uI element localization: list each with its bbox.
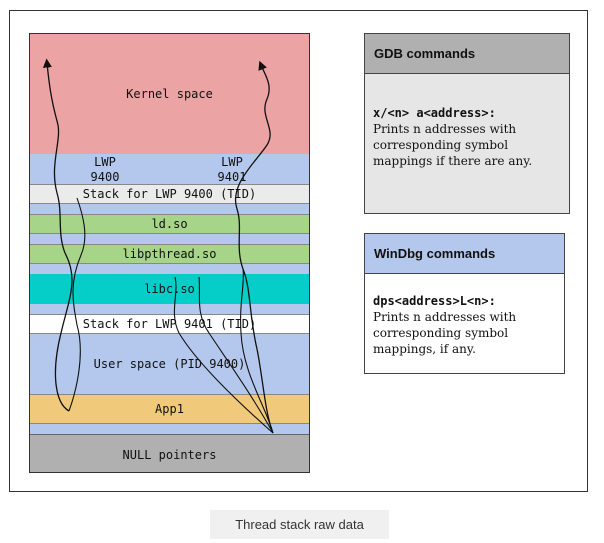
gdb-commands-body: x/<n> a<address>: Prints n addresses wit…: [365, 105, 569, 169]
lwp-region: [30, 154, 309, 184]
figure-caption: Thread stack raw data: [210, 510, 389, 539]
app-label: App1: [155, 402, 184, 416]
windbg-commands-box: WinDbg commands dps<address>L<n>: Prints…: [364, 233, 565, 374]
windbg-commands-body: dps<address>L<n>: Prints n addresses wit…: [365, 293, 564, 357]
gap-region: [30, 264, 309, 274]
gap-region: [30, 234, 309, 244]
gdb-commands-title: GDB commands: [365, 34, 569, 74]
lwp-9400-path: [42, 58, 73, 412]
kernel-space-label: Kernel space: [126, 87, 213, 101]
lwp-9401-title: LWP: [221, 155, 243, 169]
lwp-9401-id: 9401: [217, 170, 247, 184]
gap-region: [30, 204, 309, 214]
gdb-command-description: Prints n addresses with corresponding sy…: [373, 122, 533, 168]
lwp-9400-label: LWP 9400: [75, 155, 135, 185]
libc-region: libc.so: [30, 274, 309, 304]
ld-so-label: ld.so: [151, 217, 188, 231]
stack-lwp-9401-label: Stack for LWP 9401 (TID): [82, 317, 257, 331]
memory-map: Kernel space Stack for LWP 9400 (TID) ld…: [29, 33, 310, 473]
lwp-9401-path: [234, 60, 274, 434]
null-pointers-region: NULL pointers: [30, 434, 309, 472]
lwp-9401-label: LWP 9401: [202, 155, 262, 185]
libpthread-label: libpthread.so: [122, 247, 217, 261]
lwp-9401-branch-path-b: [198, 276, 274, 434]
stack-lwp-9401-region: Stack for LWP 9401 (TID): [30, 314, 309, 334]
windbg-command-syntax: dps<address>L<n>:: [373, 294, 496, 308]
stack-lwp-9400-region: Stack for LWP 9400 (TID): [30, 184, 309, 204]
gdb-command-syntax: x/<n> a<address>:: [373, 106, 496, 120]
windbg-command-description: Prints n addresses with corresponding sy…: [373, 310, 517, 356]
app-region: App1: [30, 394, 309, 424]
libc-label: libc.so: [144, 282, 195, 296]
gap-region: [30, 424, 309, 434]
lwp-9401-branch-path-a: [173, 276, 274, 434]
kernel-space-region: Kernel space: [30, 34, 309, 154]
gap-region: [30, 304, 309, 314]
gdb-commands-box: GDB commands x/<n> a<address>: Prints n …: [364, 33, 570, 214]
lwp-9400-title: LWP: [94, 155, 116, 169]
user-space-label: User space (PID 9400): [93, 357, 246, 371]
null-pointers-label: NULL pointers: [122, 447, 217, 462]
windbg-commands-title: WinDbg commands: [365, 234, 564, 274]
lwp-9400-id: 9400: [90, 170, 120, 184]
lwp-9401-branch-path-c: [240, 268, 274, 434]
thread-path-arrows: [42, 58, 274, 434]
lwp-9400-branch-path: [68, 197, 86, 412]
stack-lwp-9400-label: Stack for LWP 9400 (TID): [82, 187, 257, 201]
